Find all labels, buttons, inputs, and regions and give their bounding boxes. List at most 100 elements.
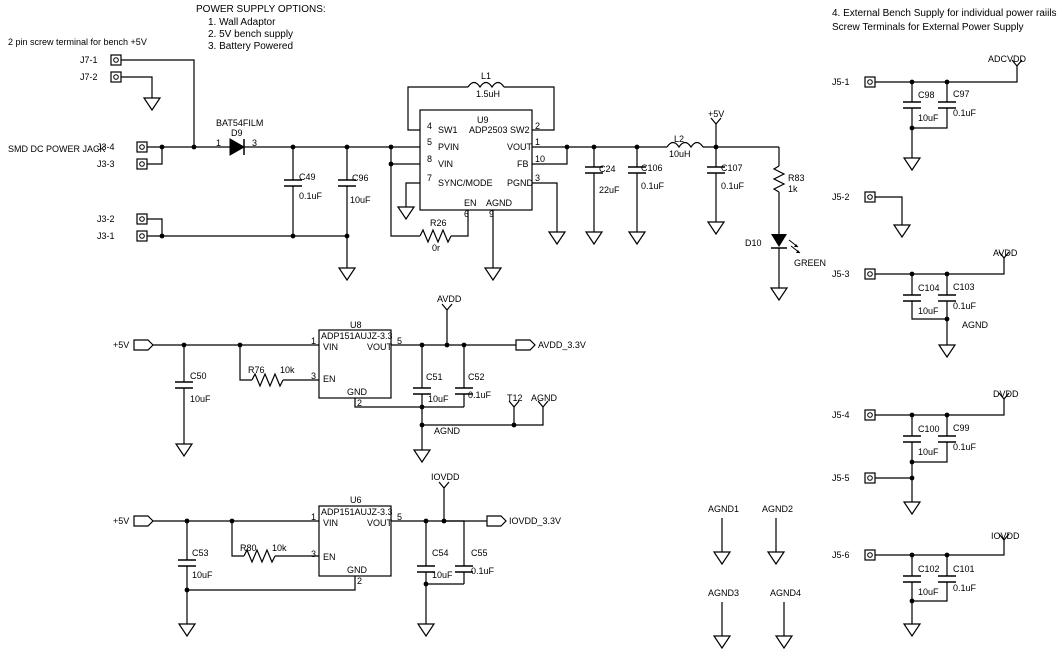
c49-ref: C49 — [299, 172, 316, 182]
wire — [239, 345, 252, 381]
u8-pin5: 5 — [397, 336, 402, 346]
r76-resistor[interactable] — [251, 372, 284, 388]
c102-capacitor[interactable] — [902, 575, 922, 583]
wire — [875, 196, 903, 213]
u8-en: EN — [323, 374, 336, 384]
u9-pin3: 3 — [535, 173, 540, 183]
agnd4-label: AGND4 — [770, 588, 801, 598]
j5-5-terminal[interactable] — [864, 472, 876, 484]
c53-capacitor[interactable] — [177, 559, 197, 567]
u9-ref: U9 — [477, 115, 489, 125]
u8-ref: U8 — [350, 320, 362, 330]
u9-pin7: 7 — [427, 173, 432, 183]
u6-vout: VOUT — [367, 518, 393, 528]
ground-symbol — [938, 332, 956, 358]
wire — [422, 400, 544, 426]
u9-sw1: SW1 — [438, 125, 458, 135]
u8-ic[interactable]: U8 ADP151AUJZ-3.3 VIN VOUT EN GND 1 5 3 … — [311, 320, 402, 408]
j7-1-terminal[interactable] — [110, 54, 122, 66]
u9-ic[interactable]: U9 ADP2503 SW1 SW2 PVIN VIN SYNC/MODE EN… — [419, 109, 545, 219]
c100-value: 10uF — [918, 447, 939, 457]
c98-capacitor[interactable] — [902, 101, 922, 109]
net-adcvdd: ADCVDD — [988, 54, 1027, 64]
l2-ref: L2 — [674, 134, 684, 144]
j5-1-label: J5-1 — [832, 77, 850, 87]
r80-value: 10k — [272, 543, 287, 553]
j3-3-label: J3-3 — [97, 159, 115, 169]
wire — [121, 76, 153, 86]
c54-value: 10uF — [432, 570, 453, 580]
u9-pin6: 6 — [464, 209, 469, 219]
j3-1-terminal[interactable] — [136, 230, 148, 242]
c101-value: 0.1uF — [953, 583, 977, 593]
u8-pin2: 2 — [357, 398, 362, 408]
u9-pgnd: PGND — [507, 178, 534, 188]
net-port-5v — [133, 515, 154, 527]
r83-resistor[interactable] — [772, 165, 786, 193]
agnd1-label: AGND1 — [708, 504, 739, 514]
r26-resistor[interactable] — [419, 228, 452, 244]
l2-value: 10uH — [669, 149, 691, 159]
power-options-title: POWER SUPPLY OPTIONS: — [196, 4, 326, 15]
net-avdd-right: AVDD — [993, 248, 1018, 258]
ground-symbol — [417, 611, 435, 637]
c102-ref: C102 — [918, 564, 940, 574]
j3-2-label: J3-2 — [97, 214, 115, 224]
j5-4-terminal[interactable] — [864, 409, 876, 421]
agnd-terminals: AGND1 AGND2 AGND3 AGND4 — [708, 504, 801, 649]
j3-2-terminal[interactable] — [136, 213, 148, 225]
j3-4-terminal[interactable] — [136, 141, 148, 153]
c104-capacitor[interactable] — [902, 294, 922, 302]
c101-ref: C101 — [953, 564, 975, 574]
c24-value: 22uF — [599, 185, 620, 195]
wire — [504, 86, 555, 131]
j7-2-label: J7-2 — [80, 72, 98, 82]
ground-symbol — [713, 623, 731, 649]
l2-inductor[interactable] — [666, 141, 704, 149]
j5-6-terminal[interactable] — [864, 549, 876, 561]
c100-capacitor[interactable] — [902, 435, 922, 443]
r83-ref: R83 — [788, 173, 805, 183]
j5-3-terminal[interactable] — [864, 268, 876, 280]
c101-capacitor[interactable] — [937, 575, 957, 583]
c50-capacitor[interactable] — [174, 381, 194, 389]
u6-ic[interactable]: U6 ADP151AUJZ-3.3 VIN VOUT EN GND 1 5 3 … — [311, 495, 402, 586]
net-5v-mid: +5V — [113, 340, 129, 350]
u9-sw2: SW2 — [510, 125, 530, 135]
c53-value: 10uF — [192, 570, 213, 580]
agnd2-label: AGND2 — [762, 504, 793, 514]
c106-value: 0.1uF — [641, 181, 665, 191]
ground-symbol — [175, 431, 193, 457]
ext-note-1: 4. External Bench Supply for individual … — [832, 8, 1057, 19]
net-agnd-label: AGND — [434, 426, 461, 436]
r26-ref: R26 — [430, 218, 447, 228]
j5-2-terminal[interactable] — [864, 191, 876, 203]
j5-5-label: J5-5 — [832, 473, 850, 483]
ground-symbol — [775, 623, 793, 649]
u9-vout: VOUT — [507, 142, 533, 152]
u8-pin3: 3 — [311, 371, 316, 381]
c24-ref: C24 — [599, 164, 616, 174]
ground-symbol — [893, 212, 911, 238]
d10-led[interactable] — [771, 234, 801, 254]
wire — [875, 251, 1005, 275]
c103-value: 0.1uF — [953, 301, 977, 311]
c52-ref: C52 — [468, 372, 485, 382]
wire — [441, 303, 448, 345]
r80-resistor[interactable] — [243, 548, 276, 564]
bench-note: 2 pin screw terminal for bench +5V — [8, 37, 147, 47]
ground-symbol — [767, 539, 785, 565]
ground-symbol — [178, 611, 196, 637]
c52-value: 0.1uF — [468, 390, 492, 400]
j5-1-terminal[interactable] — [864, 76, 876, 88]
wire — [911, 301, 947, 320]
u9-pin2: 2 — [535, 121, 540, 131]
c104-ref: C104 — [918, 283, 940, 293]
wire — [532, 147, 568, 165]
j7-2-terminal[interactable] — [110, 71, 122, 83]
net-agnd-t12: AGND — [531, 393, 558, 403]
l1-inductor[interactable] — [467, 81, 505, 89]
j3-3-terminal[interactable] — [136, 158, 148, 170]
l1-value: 1.5uH — [476, 89, 500, 99]
d9-diode[interactable] — [229, 138, 246, 156]
